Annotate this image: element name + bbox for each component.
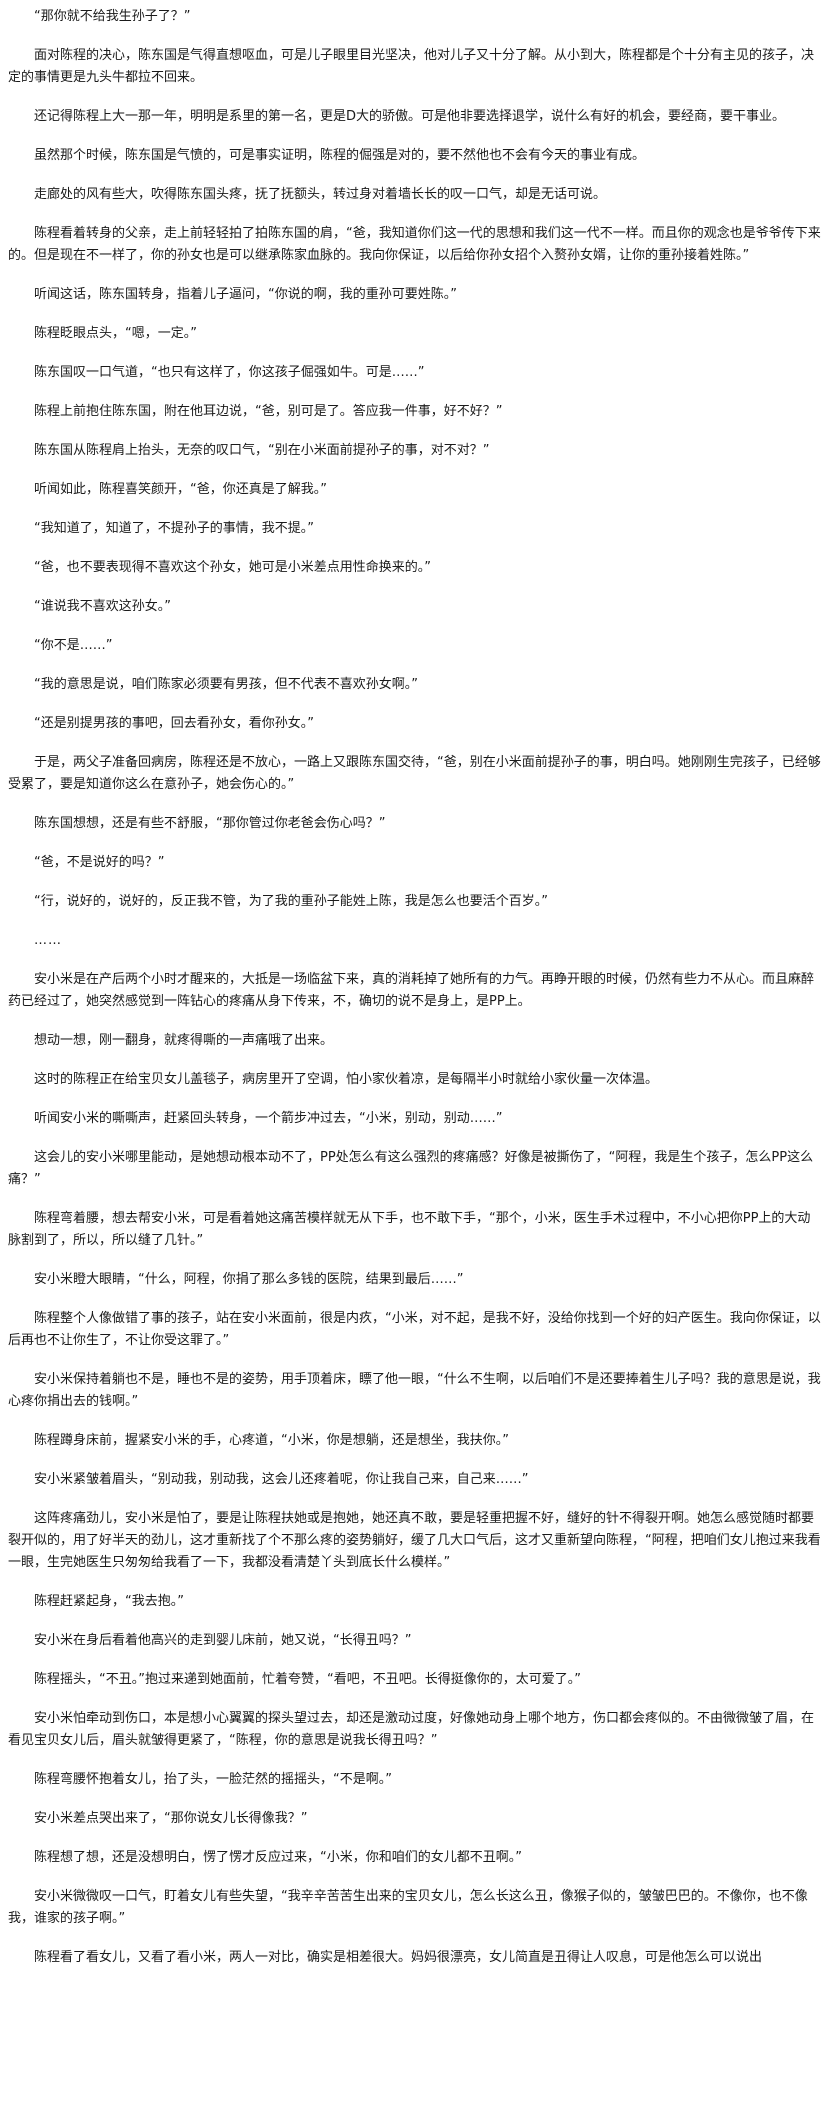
paragraph: 安小米在身后看着他高兴的走到婴儿床前，她又说，“长得丑吗？”: [34, 1633, 412, 1648]
paragraph: 面对陈程的决心，陈东国是气得直想呕血，可是儿子眼里目光坚决，他对儿子又十分了解。…: [8, 48, 815, 85]
paragraph: 想动一想，刚一翻身，就疼得嘶的一声痛哦了出来。: [34, 1033, 334, 1048]
paragraph: 陈程蹲身床前，握紧安小米的手，心疼道，“小米，你是想躺，还是想坐，我扶你。”: [34, 1433, 509, 1448]
paragraph: 陈程摇头，“不丑。”抱过来递到她面前，忙着夸赞，“看吧，不丑吧。长得挺像你的，太…: [34, 1672, 581, 1687]
paragraph: 还记得陈程上大一那一年，明明是系里的第一名，更是D大的骄傲。可是他非要选择退学，…: [34, 109, 786, 124]
paragraph: 陈程看着转身的父亲，走上前轻轻拍了拍陈东国的肩，“爸，我知道你们这一代的思想和我…: [8, 226, 821, 263]
paragraph: “那你就不给我生孙子了？”: [34, 9, 191, 24]
paragraph: 陈东国从陈程肩上抬头，无奈的叹口气，“别在小米面前提孙子的事，对不对？”: [34, 443, 490, 458]
paragraph: 安小米差点哭出来了，“那你说女儿长得像我？”: [34, 1811, 308, 1826]
paragraph: “爸，不是说好的吗？”: [34, 855, 165, 870]
paragraph: 安小米瞪大眼睛，“什么，阿程，你捐了那么多钱的医院，结果到最后……”: [34, 1272, 464, 1287]
paragraph: 陈程整个人像做错了事的孩子，站在安小米面前，很是内疚，“小米，对不起，是我不好，…: [8, 1311, 821, 1348]
paragraph: 安小米保持着躺也不是，睡也不是的姿势，用手顶着床，瞟了他一眼，“什么不生啊，以后…: [8, 1372, 821, 1409]
paragraph: 虽然那个时候，陈东国是气愤的，可是事实证明，陈程的倔强是对的，要不然他也不会有今…: [34, 148, 646, 163]
paragraph: ……: [34, 933, 62, 948]
paragraph: “爸，也不要表现得不喜欢这个孙女，她可是小米差点用性命换来的。”: [34, 560, 431, 575]
paragraph: 这会儿的安小米哪里能动，是她想动根本动不了，PP处怎么有这么强烈的疼痛感？好像是…: [8, 1150, 814, 1187]
paragraph: “我知道了，知道了，不提孙子的事情，我不提。”: [34, 521, 314, 536]
article-body: “那你就不给我生孙子了？” 面对陈程的决心，陈东国是气得直想呕血，可是儿子眼里目光…: [8, 9, 821, 1965]
paragraph: 这时的陈程正在给宝贝女儿盖毯子，病房里开了空调，怕小家伙着凉，是每隔半小时就给小…: [34, 1072, 659, 1087]
paragraph: 这阵疼痛劲儿，安小米是怕了，要是让陈程扶她或是抱她，她还真不敢，要是轻重把握不好…: [8, 1511, 821, 1570]
paragraph: 听闻如此，陈程喜笑颜开，“爸，你还真是了解我。”: [34, 482, 327, 497]
paragraph: 陈程上前抱住陈东国，附在他耳边说，“爸，别可是了。答应我一件事，好不好？”: [34, 404, 503, 419]
paragraph: 陈程赶紧起身，“我去抱。”: [34, 1594, 184, 1609]
paragraph: 于是，两父子准备回病房，陈程还是不放心，一路上又跟陈东国交待，“爸，别在小米面前…: [8, 755, 821, 792]
paragraph: 陈程弯着腰，想去帮安小米，可是看着她这痛苦模样就无从下手，也不敢下手，“那个，小…: [8, 1211, 811, 1248]
paragraph: 陈程眨眼点头，“嗯，一定。”: [34, 326, 197, 341]
paragraph: 走廊处的风有些大，吹得陈东国头疼，抚了抚额头，转过身对着墙长长的叹一口气，却是无…: [34, 187, 607, 202]
paragraph: “谁说我不喜欢这孙女。”: [34, 599, 171, 614]
paragraph: “我的意思是说，咱们陈家必须要有男孩，但不代表不喜欢孙女啊。”: [34, 677, 418, 692]
paragraph: “还是别提男孩的事吧，回去看孙女，看你孙女。”: [34, 716, 314, 731]
paragraph: 安小米紧皱着眉头，“别动我，别动我，这会儿还疼着呢，你让我自己来，自己来……”: [34, 1472, 529, 1487]
paragraph: 陈程弯腰怀抱着女儿，抬了头，一脸茫然的摇摇头，“不是啊。”: [34, 1772, 392, 1787]
paragraph: 听闻这话，陈东国转身，指着儿子逼问，“你说的啊，我的重孙可要姓陈。”: [34, 287, 457, 302]
paragraph: 安小米微微叹一口气，盯着女儿有些失望，“我辛辛苦苦生出来的宝贝女儿，怎么长这么丑…: [8, 1889, 808, 1926]
paragraph: 陈程想了想，还是没想明白，愣了愣才反应过来，“小米，你和咱们的女儿都不丑啊。”: [34, 1850, 522, 1865]
paragraph: 听闻安小米的嘶嘶声，赶紧回头转身，一个箭步冲过去，“小米，别动，别动……”: [34, 1111, 503, 1126]
paragraph: 陈东国想想，还是有些不舒服，“那你管过你老爸会伤心吗？”: [34, 816, 386, 831]
paragraph: 陈程看了看女儿，又看了看小米，两人一对比，确实是相差很大。妈妈很漂亮，女儿简直是…: [34, 1950, 763, 1965]
paragraph: 安小米是在产后两个小时才醒来的，大抵是一场临盆下来，真的消耗掉了她所有的力气。再…: [8, 972, 815, 1009]
paragraph: “你不是……”: [34, 638, 113, 653]
paragraph: 安小米怕牵动到伤口，本是想小心翼翼的探头望过去，却还是激动过度，好像她动身上哪个…: [8, 1711, 815, 1748]
paragraph: “行，说好的，说好的，反正我不管，为了我的重孙子能姓上陈，我是怎么也要活个百岁。…: [34, 894, 548, 909]
paragraph: 陈东国叹一口气道，“也只有这样了，你这孩子倔强如牛。可是……”: [34, 365, 425, 380]
